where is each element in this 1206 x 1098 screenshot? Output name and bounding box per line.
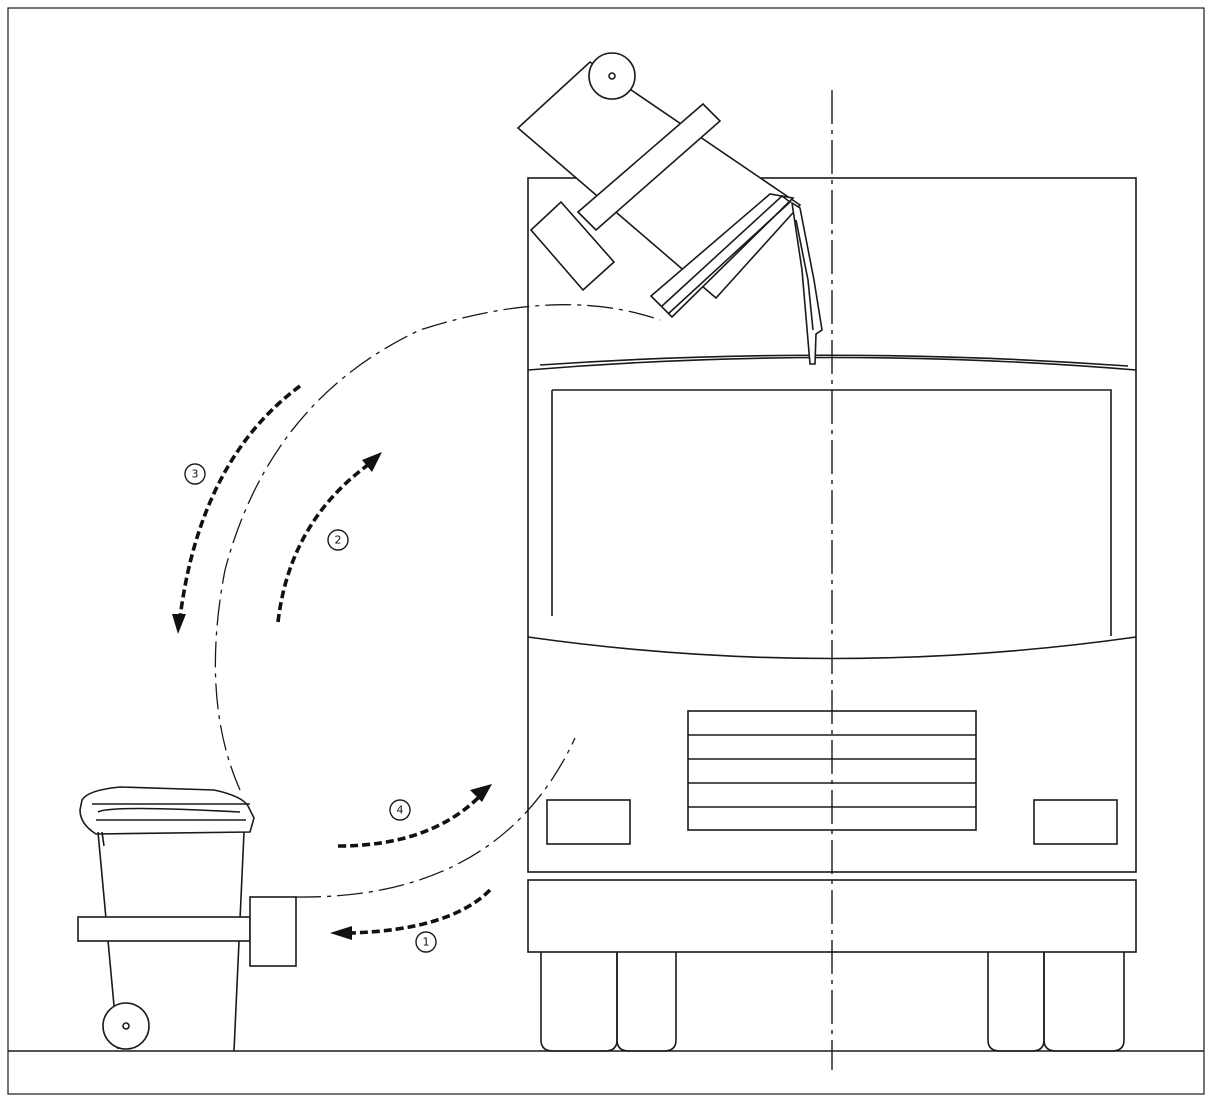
step-4-arrow (337, 784, 492, 848)
headlight-right (1033, 799, 1118, 845)
step-3-arrow (172, 384, 302, 634)
step-2-arrow (276, 452, 382, 623)
step-label-1: 1 (415, 931, 437, 953)
bin-lid (79, 786, 255, 835)
front-wheels (540, 952, 1125, 1052)
windshield (551, 389, 1112, 636)
lift-gripper (249, 896, 297, 967)
bin-handle-bar (77, 916, 251, 942)
step-label-3-text: 3 (192, 468, 199, 481)
bin-dumping-position (516, 52, 823, 365)
windshield-inner (539, 354, 1129, 367)
bin-wheel (102, 1002, 150, 1050)
bin-lid-open (790, 201, 823, 365)
bin-ground-position (77, 786, 297, 1052)
step-1-arrow (330, 888, 492, 940)
lift-motion-path-upper (214, 304, 661, 791)
lift-motion-path (294, 737, 576, 898)
step-label-4-text: 4 (397, 804, 404, 817)
step-label-2: 2 (327, 529, 349, 551)
drawing-frame (7, 7, 1205, 1095)
headlight-left (546, 799, 631, 845)
step-label-2-text: 2 (335, 534, 342, 547)
step-label-4: 4 (389, 799, 411, 821)
step-label-3: 3 (184, 463, 206, 485)
step-label-1-text: 1 (423, 936, 430, 949)
dump-wheel (588, 52, 636, 100)
